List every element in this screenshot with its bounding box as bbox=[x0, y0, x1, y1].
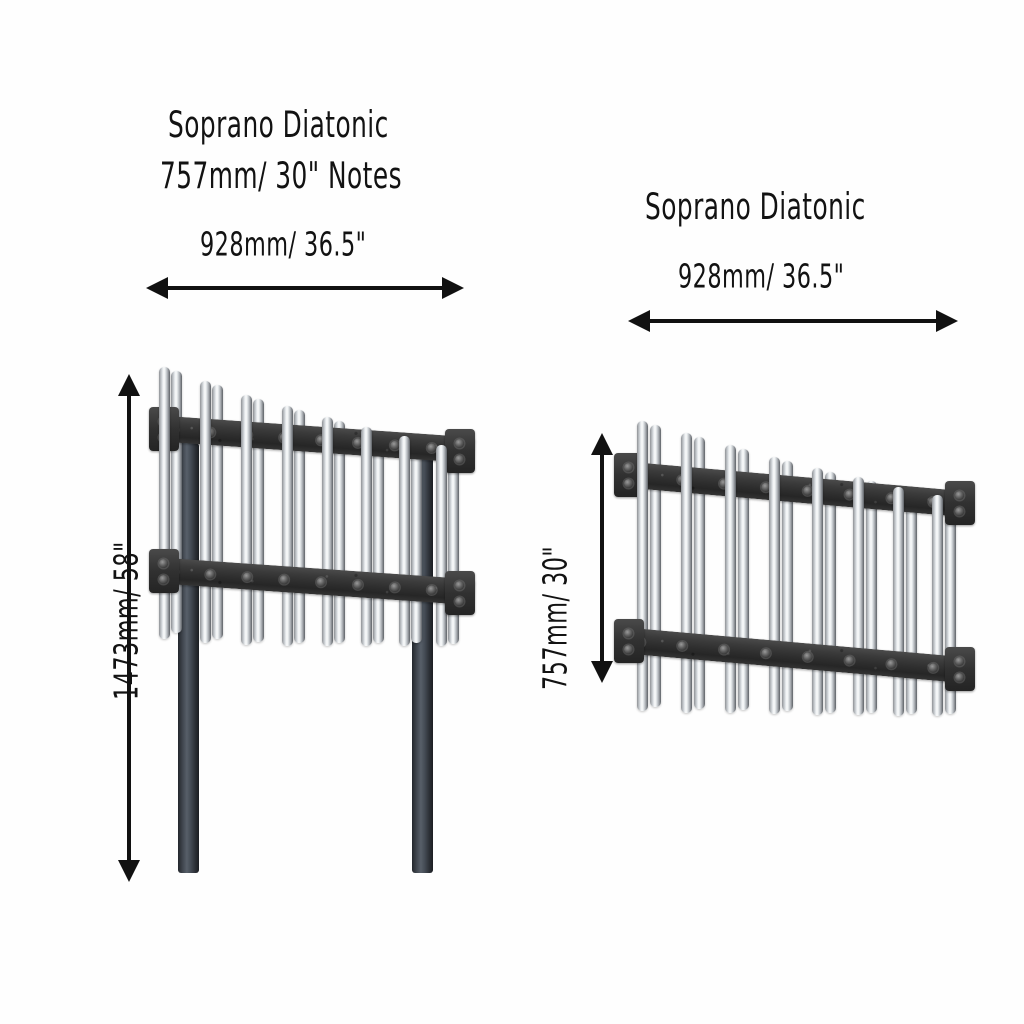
left-height-dimension-arrow bbox=[118, 374, 140, 882]
rail-bolt bbox=[955, 490, 964, 500]
chime-tube-back bbox=[945, 499, 956, 714]
rail-bolt bbox=[886, 658, 897, 669]
mounting-rail-upper bbox=[618, 461, 972, 518]
rail-bolt bbox=[279, 574, 289, 584]
chime-tube-back bbox=[448, 449, 459, 644]
rail-bolt bbox=[624, 628, 633, 638]
left-width-dimension-arrow bbox=[146, 277, 464, 299]
chime-tube-back bbox=[411, 440, 422, 643]
chime-tube-front bbox=[361, 427, 372, 646]
rail-bolt bbox=[844, 655, 855, 665]
arrow-shaft bbox=[127, 388, 131, 868]
chime-tube-back bbox=[373, 431, 384, 643]
arrow-shaft bbox=[642, 319, 944, 323]
rail-bolt bbox=[761, 647, 771, 658]
arrow-shaft bbox=[160, 286, 450, 290]
arrow-shaft bbox=[600, 447, 604, 669]
chime-tube-back bbox=[782, 461, 793, 711]
rail-bolt bbox=[677, 640, 688, 651]
chime-tube-back bbox=[694, 437, 705, 709]
rail-end-plate-upper-right bbox=[445, 429, 475, 473]
rail-bolt bbox=[624, 644, 633, 654]
arrow-head-top bbox=[118, 374, 140, 396]
rail-bolt bbox=[455, 438, 464, 448]
right-chime-unit bbox=[612, 415, 982, 716]
support-post-left bbox=[178, 443, 199, 873]
rail-bolt bbox=[427, 584, 437, 595]
rail-bolt bbox=[624, 462, 633, 472]
rail-end-plate-upper-right bbox=[945, 481, 975, 525]
chime-tube-front bbox=[769, 457, 780, 714]
rail-bolt bbox=[205, 569, 216, 579]
right-height-label: 757mm/ 30" bbox=[537, 545, 575, 690]
chime-tube-back bbox=[212, 385, 223, 639]
rail-bolt bbox=[455, 596, 464, 606]
chime-tube-front bbox=[322, 417, 333, 646]
arrow-head-bottom bbox=[118, 860, 140, 882]
left-chime-unit bbox=[145, 365, 485, 885]
rail-bolt bbox=[455, 454, 464, 464]
right-width-label: 928mm/ 36.5" bbox=[678, 258, 845, 296]
chime-tube-front bbox=[853, 477, 864, 715]
chime-tube-front bbox=[812, 468, 823, 715]
rail-bolt bbox=[955, 506, 964, 516]
chime-tube-back bbox=[866, 481, 877, 713]
rail-bolt bbox=[928, 662, 939, 673]
right-unit-title: Soprano Diatonic bbox=[645, 186, 866, 229]
chime-tube-back bbox=[650, 425, 661, 707]
rail-bolt bbox=[390, 582, 400, 592]
left-unit-subtitle: 757mm/ 30" Notes bbox=[160, 155, 402, 198]
mounting-rail-lower bbox=[618, 627, 972, 684]
right-width-dimension-arrow bbox=[628, 310, 958, 332]
arrow-head-right bbox=[442, 277, 464, 299]
rail-bolt bbox=[955, 656, 964, 666]
rail-end-plate-lower-right bbox=[945, 647, 975, 691]
chime-tube-front bbox=[282, 406, 293, 646]
chime-tube-front bbox=[725, 445, 736, 713]
chime-tube-front bbox=[159, 367, 170, 639]
chime-tube-front bbox=[200, 381, 211, 643]
rail-bolt bbox=[159, 558, 168, 568]
chime-tube-front bbox=[436, 445, 447, 646]
chime-tube-front bbox=[932, 495, 943, 716]
rail-bolt bbox=[353, 579, 363, 590]
chime-tube-front bbox=[893, 487, 904, 716]
arrow-head-right bbox=[936, 310, 958, 332]
chime-tube-front bbox=[399, 436, 410, 646]
left-width-label: 928mm/ 36.5" bbox=[200, 226, 367, 264]
rail-bolt bbox=[159, 574, 168, 584]
chime-tube-back bbox=[738, 449, 749, 710]
chime-tube-back bbox=[294, 410, 305, 643]
chime-tube-back bbox=[253, 399, 264, 642]
rail-bolt bbox=[955, 672, 964, 682]
rail-bolt bbox=[455, 580, 464, 590]
chime-tube-back bbox=[906, 491, 917, 714]
rail-bolt bbox=[624, 478, 633, 488]
chime-tube-back bbox=[825, 472, 836, 713]
chime-tube-back bbox=[171, 371, 182, 633]
rail-end-plate-lower-right bbox=[445, 571, 475, 615]
rail-bolt bbox=[242, 571, 253, 582]
arrow-head-bottom bbox=[591, 661, 613, 683]
arrow-head-left bbox=[628, 310, 650, 332]
chime-tube-front bbox=[637, 421, 648, 711]
rail-end-plate-lower-left bbox=[149, 549, 179, 593]
chime-tube-front bbox=[681, 433, 692, 713]
chime-tube-front bbox=[241, 395, 252, 645]
rail-bolt bbox=[719, 644, 729, 654]
rail-end-plate-lower-left bbox=[614, 619, 644, 663]
arrow-head-top bbox=[591, 433, 613, 455]
left-unit-title: Soprano Diatonic bbox=[168, 104, 389, 147]
rail-bolt bbox=[316, 576, 326, 587]
right-height-dimension-arrow bbox=[591, 433, 613, 683]
chime-tube-back bbox=[334, 421, 345, 643]
rail-bolt bbox=[802, 651, 813, 662]
arrow-head-left bbox=[146, 277, 168, 299]
